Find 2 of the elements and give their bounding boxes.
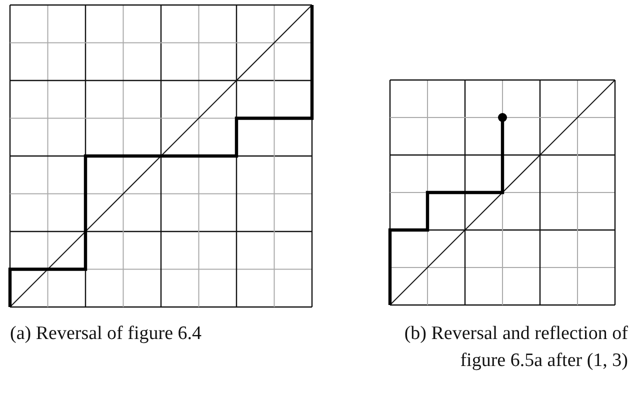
figure-caption: (a) Reversal of figure 6.4 [10,322,203,346]
figure-caption: (b) Reversal and reflection of figure 6.5a after (1, 3) [403,322,628,373]
